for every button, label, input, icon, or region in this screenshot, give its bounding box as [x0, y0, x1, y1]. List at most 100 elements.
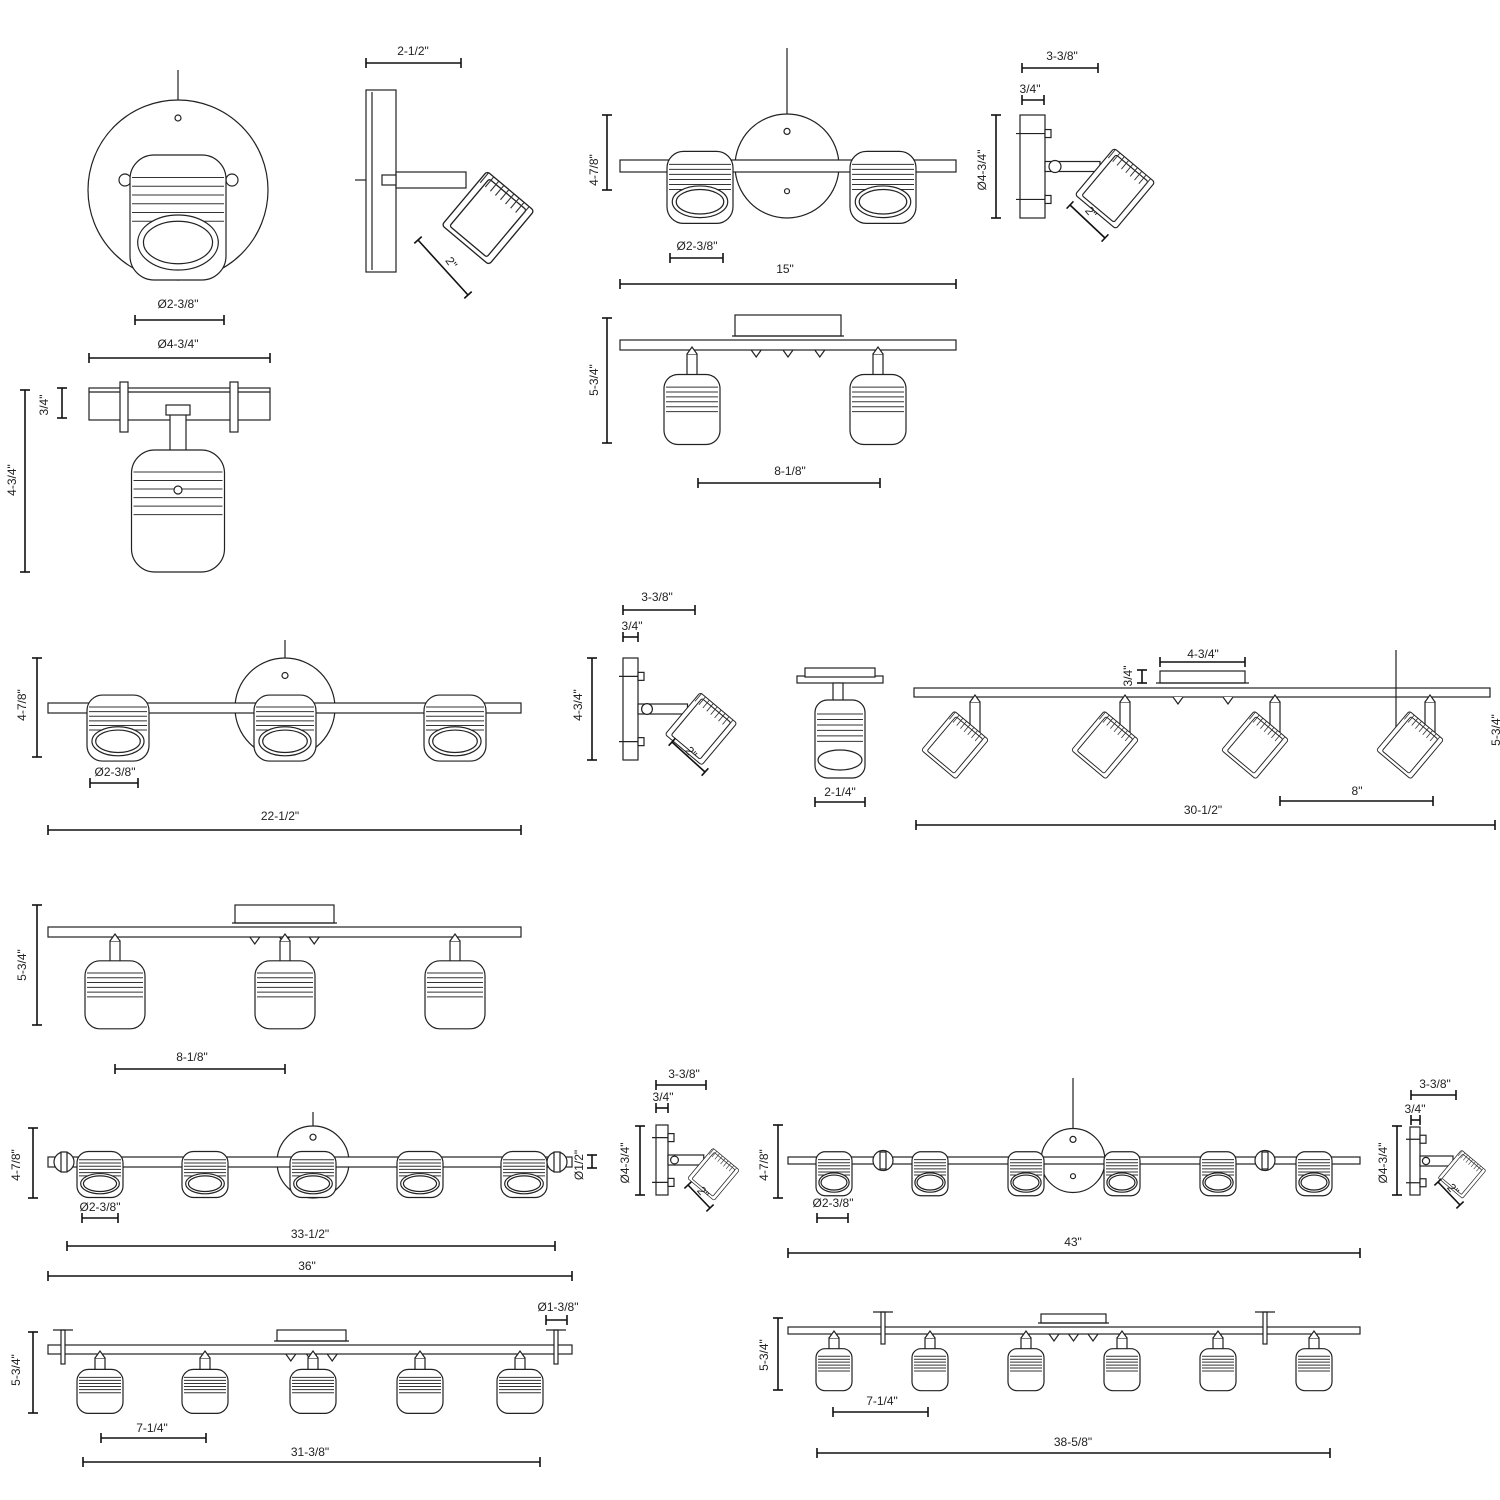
dimension: 4-3/4" — [5, 389, 30, 573]
single-bottom-view: 3/4" 4-3/4" — [5, 381, 271, 573]
outline — [637, 737, 645, 747]
mount-point — [1068, 1333, 1079, 1343]
dimension-line — [417, 239, 469, 296]
dimension-line — [687, 1184, 711, 1209]
dimension: 7-1/4" — [832, 1394, 929, 1417]
dimension: 2" — [413, 236, 473, 299]
line — [510, 197, 520, 209]
five-side-view: 3-3/8"3/4"Ø4-3/4"2" — [618, 1067, 740, 1213]
dimension: 4-7/8" — [9, 1127, 38, 1199]
dimension: Ø4-3/4" — [975, 114, 1001, 219]
line — [698, 696, 706, 705]
outline — [787, 1156, 1361, 1165]
lens-inner — [187, 1175, 223, 1193]
outline — [1295, 1348, 1333, 1392]
nut — [1048, 159, 1062, 174]
outline — [734, 314, 842, 337]
mount-point — [782, 349, 794, 359]
lens-inner — [295, 1175, 331, 1193]
stem — [449, 932, 461, 973]
outline — [880, 1311, 886, 1345]
line — [949, 711, 956, 720]
dimension-label: 4-3/4" — [5, 464, 19, 496]
screw-hole — [783, 188, 791, 195]
dimension: Ø2-3/8" — [134, 297, 225, 325]
outline — [496, 1368, 544, 1415]
dimension-label: 5-3/4" — [1489, 714, 1500, 746]
dimension-label: 3-3/8" — [1419, 1077, 1451, 1091]
dimension-label: Ø2-3/8" — [677, 239, 718, 253]
spot-head — [396, 1150, 444, 1199]
dimension-label: 4-7/8" — [757, 1149, 771, 1181]
dimension: 3/4" — [1121, 666, 1147, 687]
line — [1278, 736, 1286, 745]
dimension: Ø2-3/8" — [89, 765, 139, 788]
dimension-label: 3/4" — [37, 395, 51, 416]
stem-cap — [1212, 1329, 1224, 1339]
dimension-label: 31-3/8" — [291, 1445, 329, 1459]
dimension-line — [671, 741, 706, 773]
lens — [1202, 1172, 1234, 1193]
dimension: 8" — [1279, 784, 1434, 806]
line — [725, 1162, 732, 1170]
dimension: 3/4" — [1020, 82, 1045, 105]
dimension-tick — [705, 1203, 715, 1213]
dimension-label: 36" — [298, 1259, 316, 1273]
outline — [1077, 716, 1133, 774]
line — [952, 714, 960, 723]
lens — [914, 1172, 946, 1193]
dimension-label: 7-1/4" — [866, 1394, 898, 1408]
stem-cap — [514, 1349, 526, 1359]
dimension: 7-1/4" — [100, 1421, 207, 1443]
dimension: Ø1/2" — [572, 1150, 597, 1180]
outline — [60, 1151, 68, 1173]
outline — [913, 687, 1491, 698]
outline — [424, 960, 486, 1030]
six-side-view: 3-3/8"3/4"Ø4-3/4"2" — [1376, 1077, 1486, 1210]
mount-point — [750, 349, 762, 359]
line — [1473, 1163, 1479, 1170]
line — [1433, 736, 1441, 745]
spot-head — [84, 960, 146, 1030]
dimension-label: Ø4-3/4" — [158, 337, 199, 351]
dimension: 3-3/8" — [655, 1067, 707, 1090]
dimension-label: 3/4" — [1121, 666, 1135, 687]
line — [1128, 736, 1136, 745]
lens-inner — [675, 188, 725, 215]
outline — [911, 1348, 949, 1392]
spot-head — [254, 960, 316, 1030]
line — [720, 1158, 726, 1165]
line — [1415, 721, 1422, 729]
mount-point — [1172, 696, 1184, 706]
dimension-label: 3-3/8" — [641, 590, 673, 604]
lens — [854, 185, 912, 219]
spot-head — [911, 1151, 949, 1197]
line — [1124, 733, 1132, 742]
dimension: 3-3/8" — [1021, 49, 1099, 73]
line — [1099, 711, 1106, 720]
lens-inner — [916, 1174, 944, 1191]
dimension-label: 38-5/8" — [1054, 1435, 1092, 1449]
line — [726, 719, 734, 729]
line — [694, 693, 702, 702]
dimension-label: 8-1/8" — [176, 1050, 208, 1064]
line — [1465, 1157, 1471, 1163]
spot-head — [423, 694, 487, 762]
dimension: 8-1/8" — [697, 464, 881, 488]
line — [1116, 156, 1125, 166]
line — [1407, 714, 1415, 723]
stem-cap — [199, 1349, 211, 1359]
spot-head — [424, 960, 486, 1030]
stem-cap — [109, 932, 121, 942]
line — [505, 193, 515, 205]
dimension: 5-3/4" — [1489, 714, 1500, 746]
line — [978, 736, 986, 745]
line — [1478, 1168, 1484, 1174]
outline — [1040, 1313, 1107, 1324]
spot-head — [663, 373, 721, 446]
screw-hole — [783, 127, 791, 135]
spot-head — [500, 1150, 548, 1199]
stem-cap — [1424, 693, 1436, 703]
line — [1249, 711, 1256, 720]
five-bottom-view: 5-3/4"Ø1-3/8"7-1/4"31-3/8" — [9, 1300, 578, 1467]
